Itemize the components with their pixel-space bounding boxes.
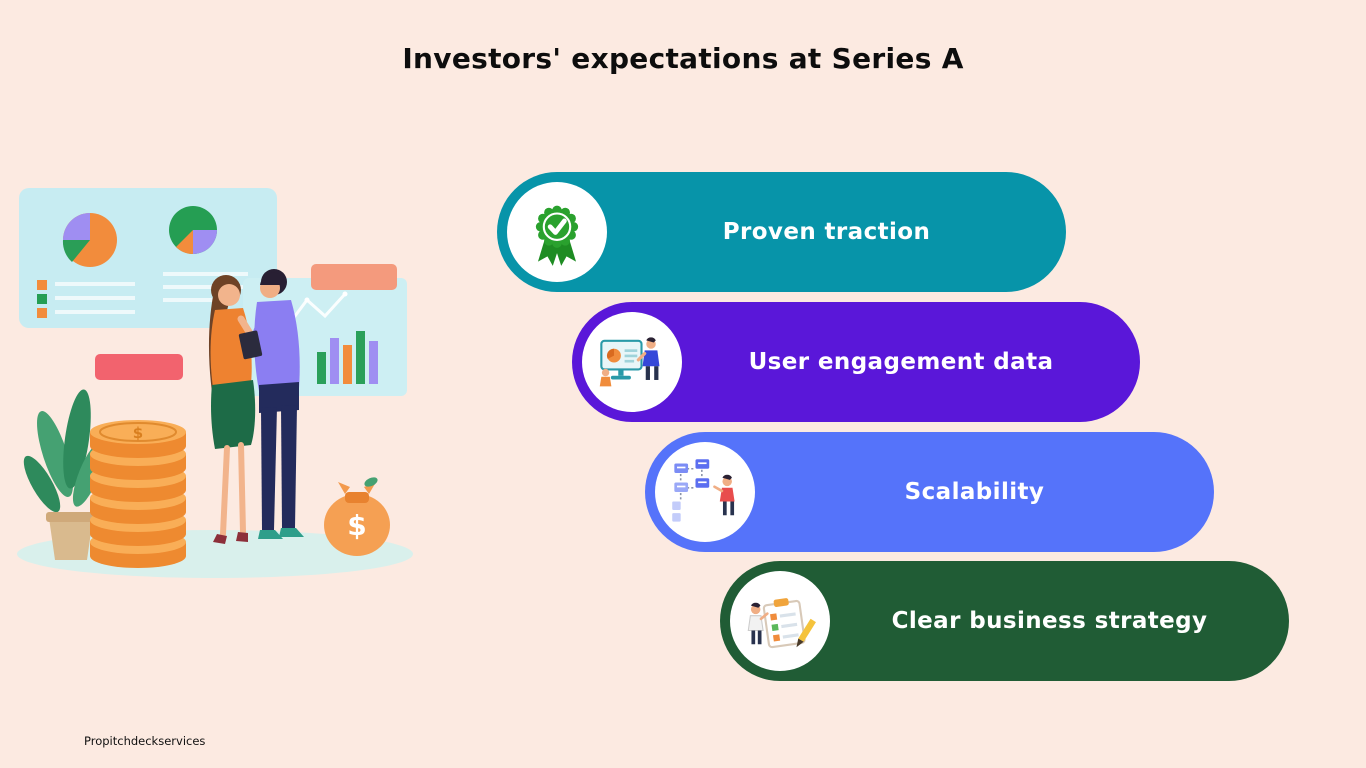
dashboard-panel xyxy=(19,188,277,328)
scalability-flowchart-icon xyxy=(655,442,755,542)
award-badge-icon xyxy=(507,182,607,282)
page-title: Investors' expectations at Series A xyxy=(402,42,964,75)
coin-stack: $ xyxy=(90,420,186,568)
expectation-label: User engagement data xyxy=(748,349,1054,375)
plant xyxy=(23,389,106,560)
bag-dollar-symbol: $ xyxy=(347,509,366,542)
man-figure xyxy=(238,269,304,539)
expectation-label: Proven traction xyxy=(722,219,931,245)
expectation-item-clear-business-strategy: Clear business strategy xyxy=(720,561,1289,681)
brand-footer: Propitchdeckservices xyxy=(84,734,206,748)
money-bag: $ xyxy=(324,477,390,556)
woman-figure xyxy=(208,275,263,544)
business-strategy-icon xyxy=(730,571,830,671)
red-card xyxy=(95,354,183,380)
expectation-label: Scalability xyxy=(904,479,1045,505)
expectation-item-scalability: Scalability xyxy=(645,432,1214,552)
analytics-illustration-svg: $ $ xyxy=(17,188,413,578)
coin-dollar-symbol: $ xyxy=(133,424,143,442)
expectation-label: Clear business strategy xyxy=(891,608,1208,634)
user-engagement-icon xyxy=(582,312,682,412)
expectation-item-user-engagement-data: User engagement data xyxy=(572,302,1140,422)
expectation-item-proven-traction: Proven traction xyxy=(497,172,1066,292)
analytics-illustration: $ $ xyxy=(15,182,445,582)
